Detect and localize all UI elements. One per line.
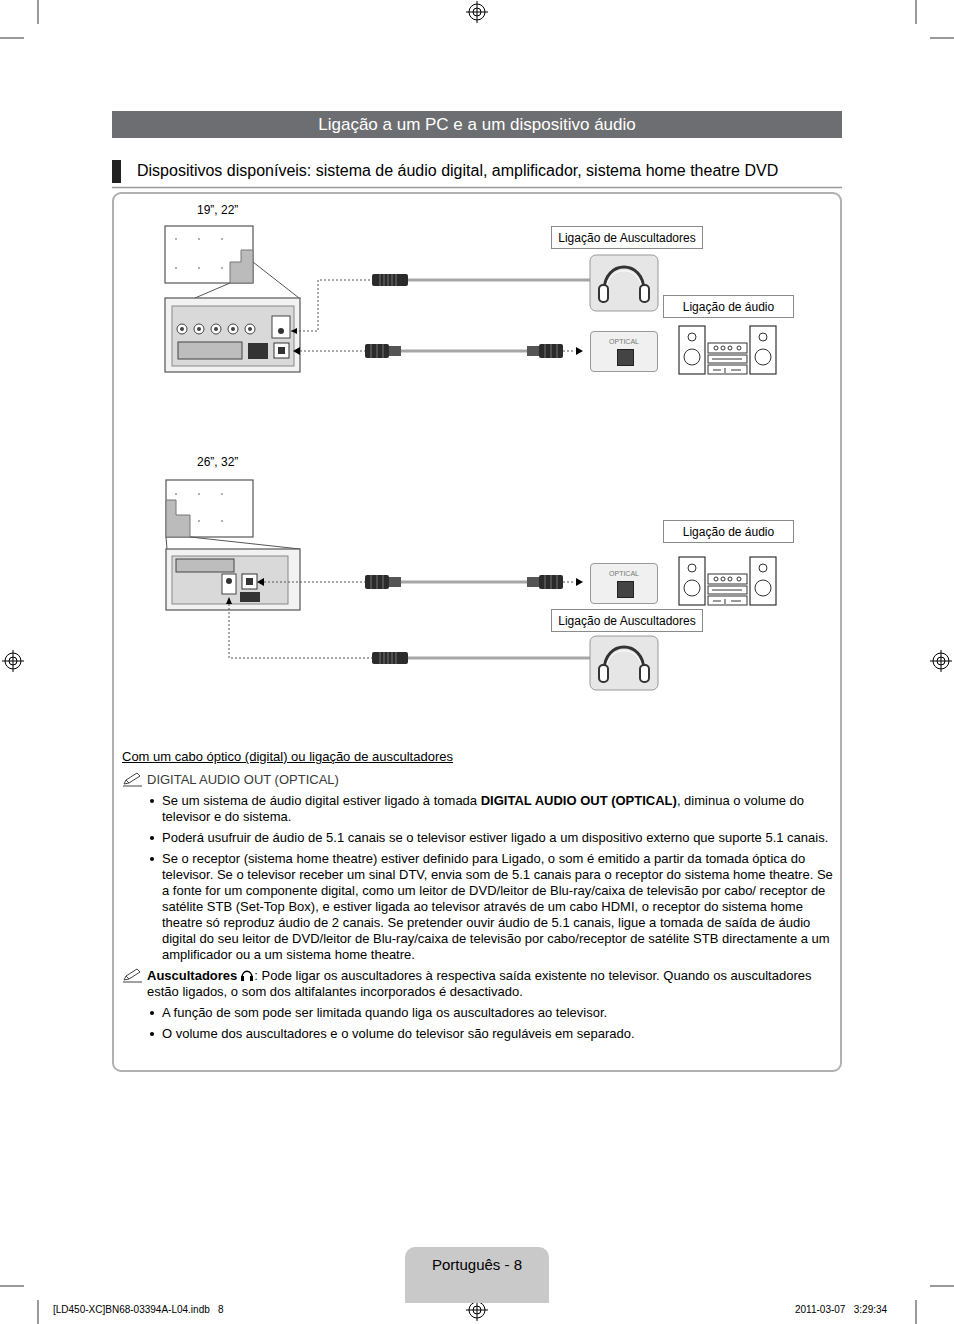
node-text: Português - 8 [432, 1256, 522, 1273]
instructions-heading: Com um cabo óptico (digital) ou ligação … [122, 749, 453, 765]
node-text: OPTICAL [591, 338, 657, 346]
page-number-tab: Português - 8 [405, 1247, 549, 1303]
note-line: Auscultadores: Pode ligar os auscultador… [122, 968, 834, 1000]
note-title: DIGITAL AUDIO OUT (OPTICAL) [147, 772, 339, 787]
node-text: Ligação de Auscultadores [558, 231, 695, 245]
instructions-text: Com um cabo óptico (digital) ou ligação … [122, 749, 834, 1047]
print-file-info: [LD450-XC]BN68-03394A-L04.indb 8 [53, 1304, 224, 1316]
note-line: DIGITAL AUDIO OUT (OPTICAL) [122, 772, 834, 788]
bullet-item: Se um sistema de áudio digital estiver l… [122, 793, 834, 825]
node-text: Ligação de Auscultadores [558, 614, 695, 628]
note-text: : Pode ligar os auscultadores à respecti… [147, 968, 811, 999]
note-title: Auscultadores [147, 968, 237, 983]
connection-label-box: Ligação de áudio [663, 520, 794, 543]
connection-label-box: Ligação de áudio [663, 295, 794, 318]
bullet-text: Se um sistema de áudio digital estiver l… [162, 793, 477, 808]
bullet-text: A função de som pode ser limitada quando… [162, 1005, 607, 1020]
print-date-info: 2011-03-07 3:29:34 [795, 1304, 887, 1316]
note-pencil-icon [122, 771, 144, 787]
bullet-item: A função de som pode ser limitada quando… [122, 1005, 834, 1021]
bullet-item: O volume dos auscultadores e o volume do… [122, 1026, 834, 1042]
bullet-text: O volume dos auscultadores e o volume do… [162, 1026, 635, 1041]
section-subheading: Dispositivos disponíveis: sistema de áud… [137, 161, 778, 181]
screen-size-label: 26”, 32” [197, 455, 238, 469]
optical-input-box: OPTICAL [590, 563, 658, 604]
connection-label-box: Ligação de Auscultadores [551, 226, 702, 249]
node-text: OPTICAL [591, 570, 657, 578]
bullet-text: Poderá usufruir de áudio de 5.1 canais s… [162, 830, 828, 845]
connection-label-box: Ligação de Auscultadores [551, 609, 702, 632]
bullet-text: Se o receptor (sistema home theatre) est… [162, 851, 833, 962]
node-text: Ligação de áudio [683, 525, 774, 539]
instructions-heading-row: Com um cabo óptico (digital) ou ligação … [122, 749, 834, 772]
node-text: Ligação de áudio [683, 300, 774, 314]
note-pencil-icon [122, 967, 144, 983]
optical-port [617, 581, 634, 598]
title-text: Ligação a um PC e a um dispositivo áudio [112, 111, 842, 138]
bullet-item: Poderá usufruir de áudio de 5.1 canais s… [122, 830, 834, 846]
optical-input-box: OPTICAL [590, 331, 658, 372]
screen-size-label: 19”, 22” [197, 203, 238, 217]
headphone-symbol [240, 968, 254, 981]
bullet-text: DIGITAL AUDIO OUT (OPTICAL) [481, 793, 677, 808]
bullet-item: Se o receptor (sistema home theatre) est… [122, 851, 834, 963]
optical-port [617, 349, 634, 366]
